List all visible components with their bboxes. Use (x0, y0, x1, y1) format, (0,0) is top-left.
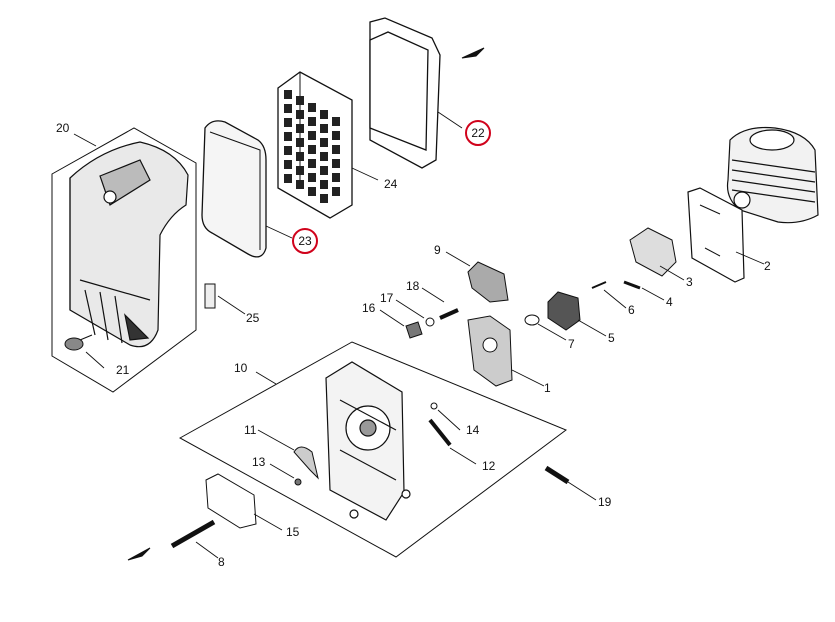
filter-grid (284, 90, 340, 203)
part-12 (428, 418, 452, 447)
label-15: 15 (286, 525, 300, 539)
cover-group-outline (51, 127, 197, 393)
label-24: 24 (384, 177, 398, 191)
label-13: 13 (252, 455, 266, 469)
bolt-part-4 (623, 280, 641, 290)
label-12: 12 (482, 459, 496, 473)
lever-part-11 (293, 446, 319, 480)
pre-filter-part-23 (201, 120, 267, 258)
label-7: 7 (568, 337, 575, 351)
label-17: 17 (380, 291, 394, 305)
label-5: 5 (608, 331, 615, 345)
pin-part-6 (591, 281, 607, 289)
label-3: 3 (686, 275, 693, 289)
holder-part-5 (547, 291, 581, 331)
label-1: 1 (544, 381, 551, 395)
direction-arrow-bottom (127, 547, 151, 561)
cylinder (726, 126, 819, 224)
direction-arrow-top (461, 47, 485, 59)
washer-part-17 (425, 317, 435, 327)
bracket-part-15 (205, 473, 257, 529)
label-10: 10 (234, 361, 248, 375)
ring-part-7 (524, 314, 540, 326)
part-25 (204, 283, 216, 309)
label-8: 8 (218, 555, 225, 569)
nut-part-16 (405, 321, 423, 339)
label-2: 2 (764, 259, 771, 273)
label-11: 11 (244, 423, 257, 437)
carburetor-part-1 (467, 315, 513, 387)
base-group-outline (178, 341, 568, 558)
label-25: 25 (246, 311, 260, 325)
part-14 (430, 402, 438, 410)
label-19: 19 (598, 495, 612, 509)
filter-element-part-24 (277, 71, 353, 219)
label-4: 4 (666, 295, 673, 309)
bolt-part-8 (170, 519, 216, 549)
bolt-part-19 (544, 465, 570, 485)
label-18: 18 (406, 279, 420, 293)
knob-part-21 (64, 334, 93, 351)
label-14: 14 (466, 423, 480, 437)
screw-part-13 (294, 478, 302, 486)
label-16: 16 (362, 301, 376, 315)
insulator-part-3 (629, 227, 677, 277)
air-cleaner-cover (69, 141, 189, 348)
label-6: 6 (628, 303, 635, 317)
leader-lines (73, 111, 765, 559)
gasket-part-2 (687, 187, 745, 283)
part-9 (467, 261, 509, 303)
label-9: 9 (434, 243, 441, 257)
label-20: 20 (56, 121, 70, 135)
backplate-part-10 (325, 361, 411, 521)
label-21: 21 (116, 363, 130, 377)
filter-frame-part-22 (369, 17, 441, 169)
label-22-highlighted: 22 (465, 120, 491, 146)
label-23-highlighted: 23 (292, 228, 318, 254)
screw-part-18 (439, 308, 459, 320)
